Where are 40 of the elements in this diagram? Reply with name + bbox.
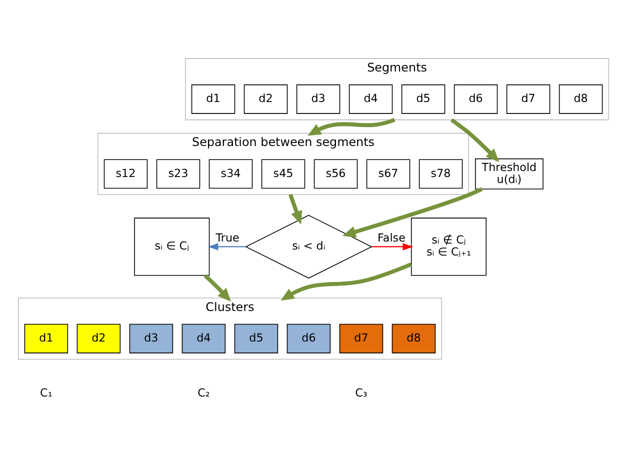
node-box: d3 xyxy=(129,323,174,353)
arrow xyxy=(280,262,412,300)
node-box: d7 xyxy=(339,323,384,353)
node-box: sᵢ ∉ Cⱼ sᵢ ∈ Cⱼ₊₁ xyxy=(410,217,487,276)
node-box: sᵢ ∈ Cⱼ xyxy=(134,217,210,276)
node-box: d8 xyxy=(558,84,603,114)
node-box: d5 xyxy=(234,323,278,353)
node-box: s56 xyxy=(314,158,358,188)
edge-label: True xyxy=(216,230,240,244)
arrow xyxy=(208,242,246,250)
node-box: s34 xyxy=(208,158,253,188)
node-diamond: sᵢ < dᵢ xyxy=(244,214,372,278)
arrow xyxy=(450,118,500,162)
node-box: Threshold u(dᵢ) xyxy=(475,158,544,189)
arrow xyxy=(308,117,396,136)
node-box: d3 xyxy=(296,84,340,114)
node-box: d2 xyxy=(76,323,121,353)
label: C₁ xyxy=(40,386,52,399)
arrow xyxy=(288,193,302,224)
node-box: s67 xyxy=(366,158,410,188)
node-box: d7 xyxy=(506,84,550,114)
node-box: s78 xyxy=(418,158,463,188)
node-box: d5 xyxy=(401,84,446,114)
node-box: d8 xyxy=(392,323,436,353)
node-box: s45 xyxy=(261,158,306,188)
arrow xyxy=(204,274,231,302)
node-box: s12 xyxy=(104,158,148,188)
node-box: d1 xyxy=(24,323,68,353)
node-box: d2 xyxy=(244,84,288,114)
node-box: s23 xyxy=(156,158,200,188)
node-box: d1 xyxy=(191,84,236,114)
arrow xyxy=(342,186,483,238)
label: C₂ xyxy=(198,386,210,399)
label: C₃ xyxy=(355,386,368,399)
node-box: d4 xyxy=(182,323,226,353)
node-box: d6 xyxy=(454,84,498,114)
edge-label: False xyxy=(378,230,406,244)
node-box: d4 xyxy=(348,84,393,114)
node-box: d6 xyxy=(286,323,331,353)
arrow xyxy=(372,242,414,250)
